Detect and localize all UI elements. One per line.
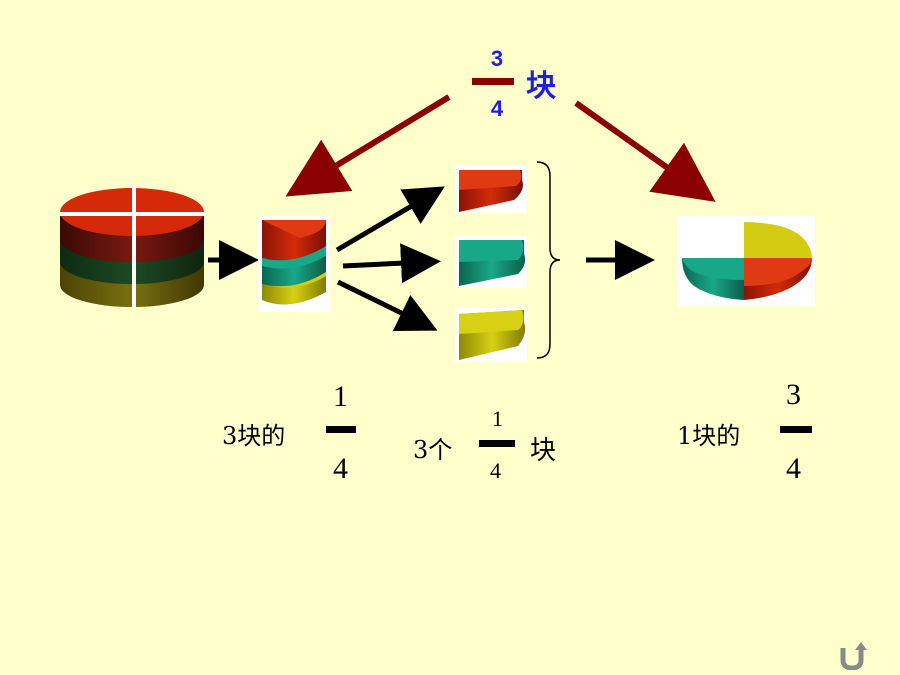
caption-middle-numerator: 1 [492, 406, 503, 431]
quarter-stack [258, 216, 330, 312]
piece-teal [455, 236, 527, 288]
caption-left-prefix: 3块的 [222, 422, 286, 450]
black-arrow-down [336, 279, 438, 332]
piece-red [455, 165, 527, 213]
top-numerator: 3 [491, 46, 503, 71]
black-arrow-up [335, 186, 445, 253]
curly-brace [536, 161, 561, 359]
top-unit: 块 [526, 69, 556, 104]
red-arrow-right [574, 100, 716, 202]
top-fraction-bar [472, 78, 514, 85]
caption-right-prefix: 1块的 [677, 422, 741, 450]
return-arrow-icon[interactable] [838, 640, 868, 671]
piece-yellow [455, 308, 527, 362]
caption-right-fraction-bar [780, 426, 812, 433]
stacked-cake-whole [60, 186, 204, 308]
caption-middle-denominator: 4 [490, 458, 501, 483]
caption-middle-prefix: 3个 [413, 436, 453, 464]
caption-right-denominator: 4 [786, 452, 801, 485]
top-denominator: 4 [491, 96, 504, 121]
red-arrow-left [285, 94, 451, 197]
caption-middle-fraction-bar [479, 440, 515, 447]
caption-middle-suffix: 块 [530, 436, 557, 466]
result-three-quarter-cake [677, 216, 815, 306]
caption-left-denominator: 4 [333, 452, 348, 485]
caption-left-numerator: 1 [333, 380, 348, 413]
top-fraction-label: 3 4 块 [472, 46, 556, 121]
caption-right-numerator: 3 [786, 378, 801, 411]
caption-left-fraction-bar [326, 426, 356, 433]
black-arrow-mid [342, 243, 441, 284]
